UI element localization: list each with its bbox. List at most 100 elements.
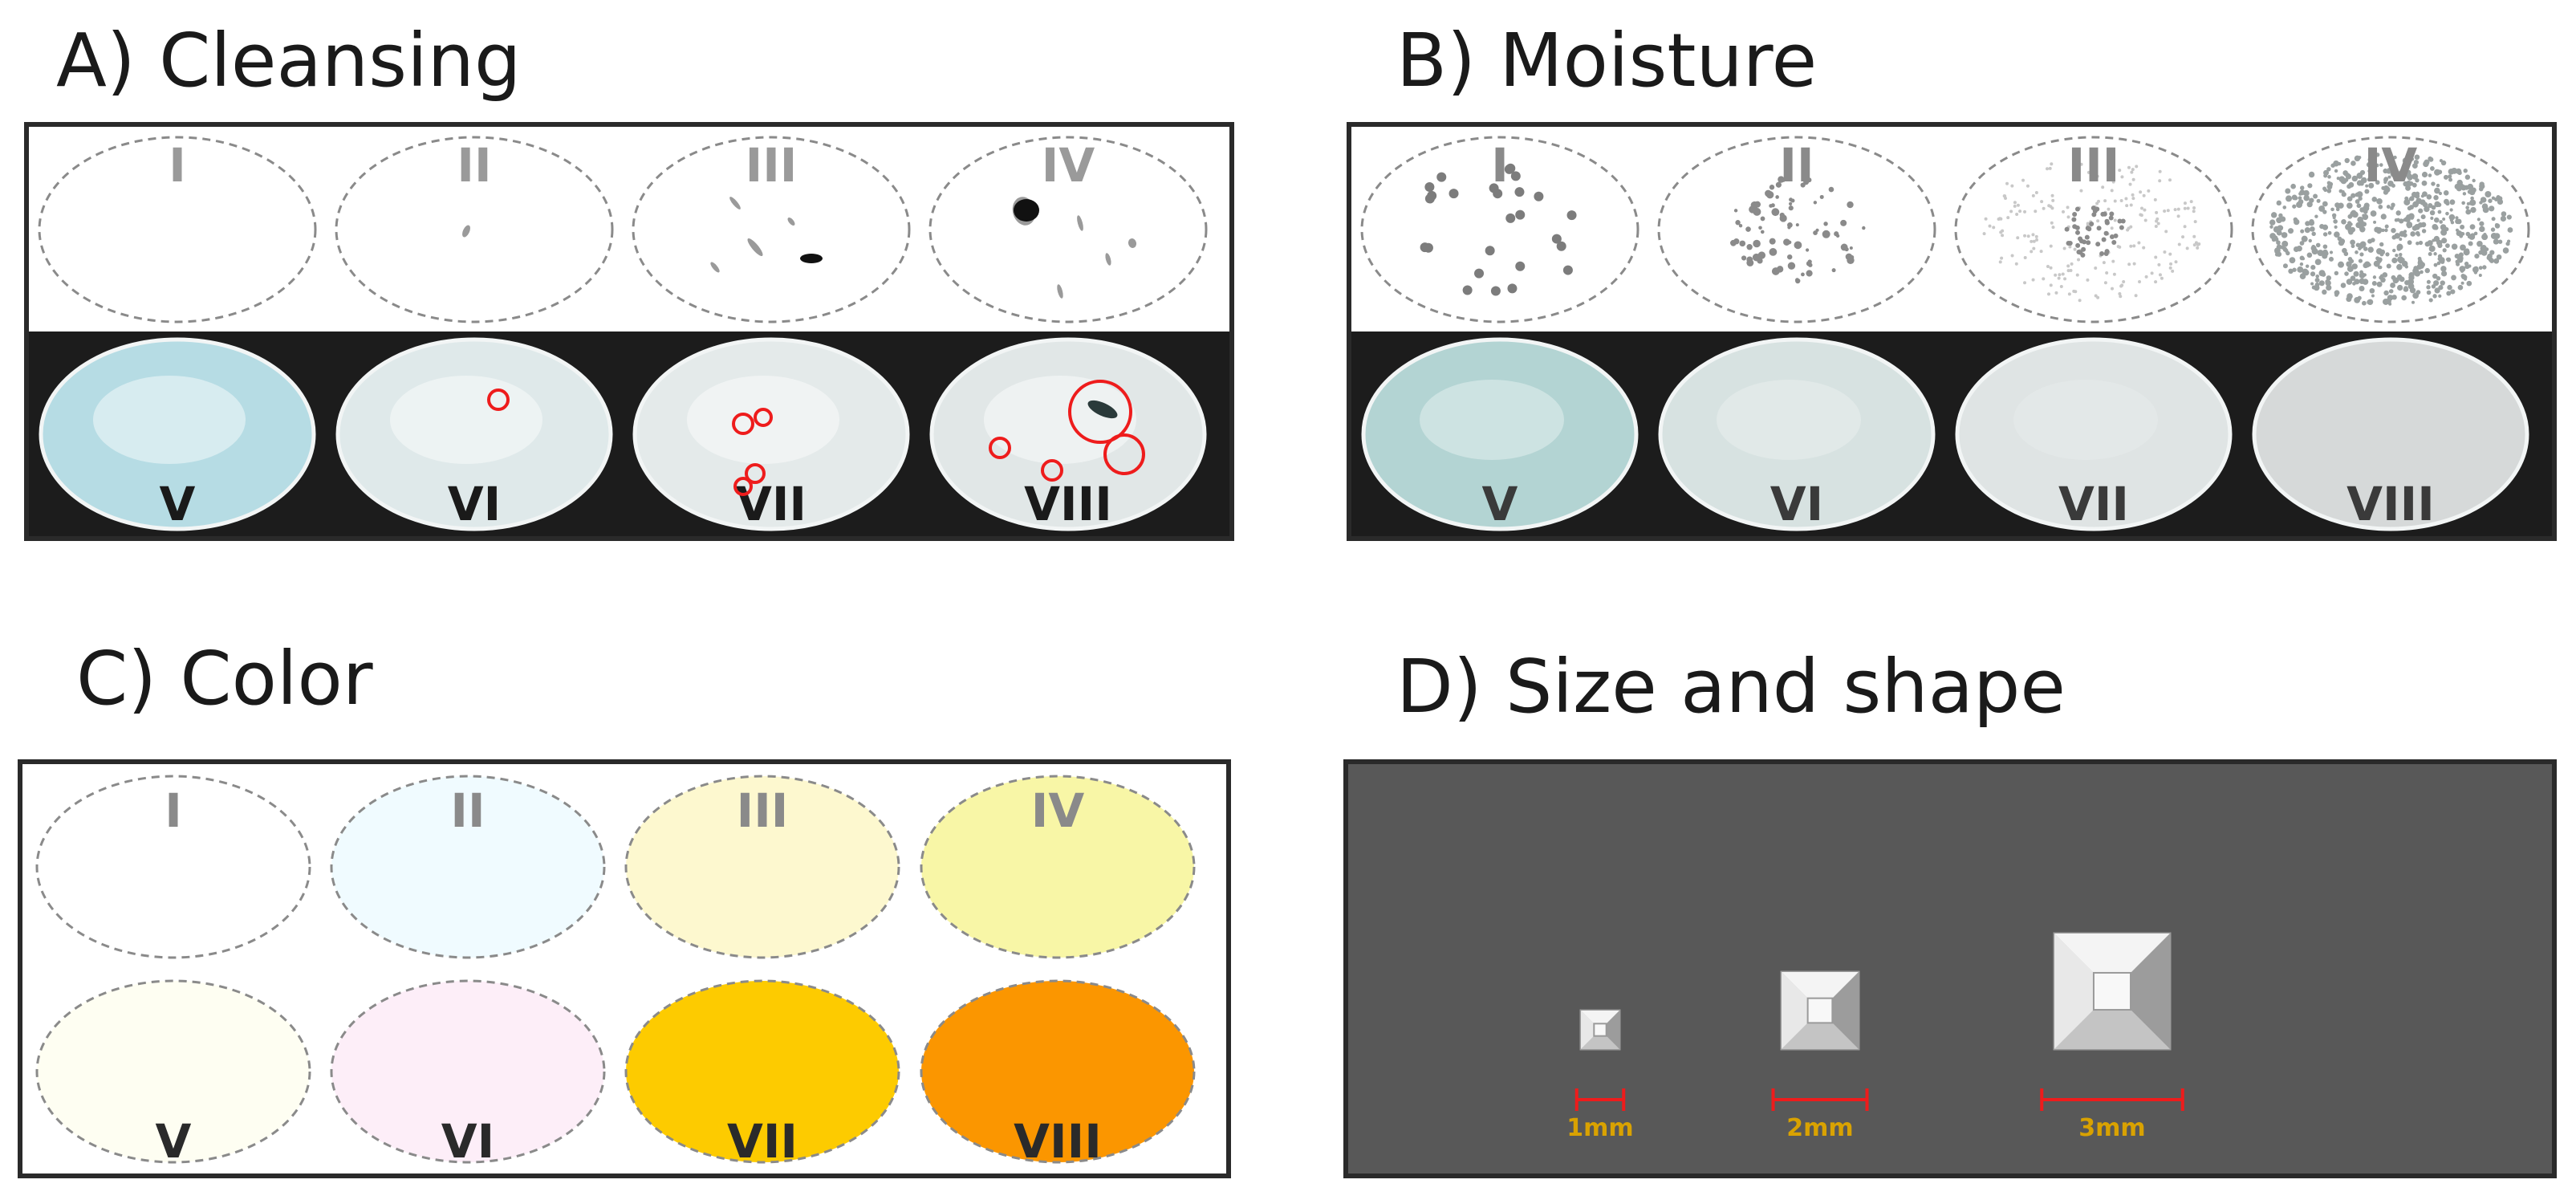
moisture-droplet xyxy=(2501,211,2507,217)
moisture-droplet xyxy=(2456,168,2462,174)
moisture-droplet xyxy=(2132,262,2136,266)
moisture-droplet xyxy=(2416,233,2420,237)
dirt-speck xyxy=(1105,253,1111,266)
moisture-droplet xyxy=(2490,227,2496,232)
moisture-droplet xyxy=(2436,202,2442,207)
moisture-droplet xyxy=(2289,257,2296,264)
moisture-droplet xyxy=(2042,206,2046,210)
moisture-droplet xyxy=(2282,205,2287,209)
moisture-droplet xyxy=(2421,229,2427,234)
moisture-droplet xyxy=(1988,224,1992,228)
moisture-droplet xyxy=(2156,222,2160,226)
moisture-droplet xyxy=(2282,263,2288,269)
moisture-droplet xyxy=(1769,248,1778,256)
moisture-droplet xyxy=(2432,238,2436,242)
moisture-droplet xyxy=(2416,197,2422,205)
moisture-droplet xyxy=(2310,282,2314,286)
moisture-droplet xyxy=(2394,233,2401,239)
moisture-droplet xyxy=(2095,201,2099,205)
moisture-droplet xyxy=(1783,238,1790,246)
moisture-droplet xyxy=(2403,198,2411,205)
moisture-droplet xyxy=(2386,205,2391,209)
moisture-droplet xyxy=(2049,283,2053,287)
moisture-droplet xyxy=(2403,218,2407,222)
moisture-droplet xyxy=(1752,253,1761,262)
level-numeral: V xyxy=(1482,477,1518,531)
moisture-droplet xyxy=(2424,267,2430,274)
bevel-face xyxy=(1782,972,1859,999)
moisture-droplet xyxy=(2135,165,2139,169)
moisture-droplet xyxy=(2010,184,2014,188)
moisture-droplet xyxy=(2355,193,2359,197)
moisture-droplet xyxy=(1790,198,1795,203)
level-numeral: I xyxy=(165,783,182,838)
moisture-droplet xyxy=(2460,224,2465,230)
moisture-droplet xyxy=(2350,193,2356,198)
moisture-droplet xyxy=(2391,227,2396,234)
moisture-droplet xyxy=(2454,183,2460,190)
moisture-droplet xyxy=(2445,243,2450,249)
level-numeral: II xyxy=(1779,138,1814,193)
moisture-droplet xyxy=(1778,176,1785,183)
moisture-droplet xyxy=(2293,217,2298,222)
moisture-droplet xyxy=(2014,262,2018,266)
moisture-droplet xyxy=(2372,275,2377,279)
moisture-droplet xyxy=(2364,189,2370,194)
moisture-droplet xyxy=(2158,273,2162,277)
moisture-droplet xyxy=(2350,161,2356,166)
moisture-droplet xyxy=(2051,226,2055,230)
moisture-droplet xyxy=(1788,205,1794,211)
moisture-droplet xyxy=(1735,220,1741,226)
moisture-droplet xyxy=(1795,223,1799,227)
moisture-droplet xyxy=(2409,287,2416,294)
moisture-droplet xyxy=(2157,262,2161,266)
moisture-droplet xyxy=(2463,169,2468,173)
moisture-droplet xyxy=(2433,226,2439,230)
moisture-droplet xyxy=(1514,187,1525,197)
moisture-droplet xyxy=(2461,201,2465,205)
moisture-droplet xyxy=(2485,191,2492,198)
moisture-droplet xyxy=(2061,272,2065,276)
moisture-droplet xyxy=(2119,284,2123,288)
sample-outline xyxy=(632,136,911,323)
moisture-droplet xyxy=(2396,246,2402,251)
moisture-droplet xyxy=(2355,199,2360,204)
moisture-droplet xyxy=(2006,216,2010,220)
moisture-droplet xyxy=(2361,300,2367,306)
moisture-droplet xyxy=(2375,180,2380,185)
moisture-droplet xyxy=(1771,208,1780,217)
moisture-droplet xyxy=(2192,234,2196,238)
moisture-droplet xyxy=(2047,292,2051,296)
dirt-speck xyxy=(747,238,763,257)
panel-d-title: D) Size and shape xyxy=(1396,644,2066,730)
moisture-droplet xyxy=(2327,175,2331,179)
moisture-droplet xyxy=(2469,224,2476,230)
moisture-droplet xyxy=(2367,246,2374,253)
moisture-droplet xyxy=(1775,195,1779,199)
moisture-droplet xyxy=(2299,241,2305,246)
moisture-droplet xyxy=(2478,266,2483,270)
moisture-droplet xyxy=(2408,275,2415,281)
dirt-speck xyxy=(787,218,795,226)
moisture-droplet xyxy=(2048,166,2052,170)
impurity-marker xyxy=(732,413,754,435)
moisture-droplet xyxy=(2326,189,2332,193)
moisture-droplet xyxy=(2318,205,2326,212)
moisture-droplet xyxy=(2305,264,2310,268)
moisture-droplet xyxy=(2362,222,2367,227)
moisture-droplet xyxy=(2493,258,2500,264)
moisture-droplet xyxy=(2013,201,2017,205)
moisture-droplet xyxy=(2058,273,2062,277)
color-swatch xyxy=(35,979,311,1164)
moisture-droplet xyxy=(1787,254,1793,260)
moisture-droplet xyxy=(2310,271,2316,277)
moisture-droplet xyxy=(2408,181,2414,186)
moisture-droplet xyxy=(2186,206,2190,210)
moisture-droplet xyxy=(2356,203,2362,209)
moisture-droplet xyxy=(2399,169,2403,175)
moisture-droplet xyxy=(2433,252,2437,256)
moisture-droplet xyxy=(2046,167,2050,171)
moisture-droplet xyxy=(2440,266,2447,272)
moisture-droplet xyxy=(2448,174,2452,179)
